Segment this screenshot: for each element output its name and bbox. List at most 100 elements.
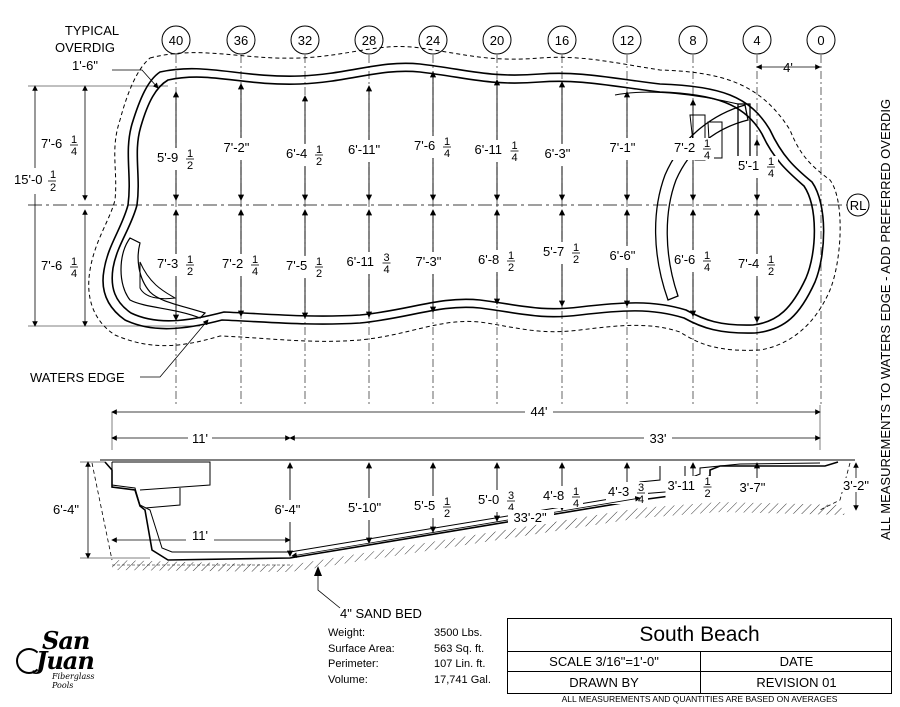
pool-shell-outer xyxy=(102,62,825,334)
sand-bed-leader xyxy=(317,570,341,609)
svg-text:1: 1 xyxy=(573,486,579,498)
svg-text:2: 2 xyxy=(316,268,322,280)
san-juan-logo: San Juan Fiberglass Pools xyxy=(12,626,102,690)
station-4: 4 xyxy=(742,25,772,55)
section-depth-0: 6'-4" xyxy=(272,500,312,522)
svg-text:32: 32 xyxy=(298,33,312,48)
svg-text:7'-6: 7'-6 xyxy=(41,136,62,151)
plan-bottom-dim-8: 6'-6" xyxy=(607,246,647,268)
svg-text:1: 1 xyxy=(316,256,322,268)
svg-text:4: 4 xyxy=(71,268,77,280)
spec-key: Surface Area: xyxy=(328,642,395,655)
section-depth-1: 5'-10" xyxy=(346,498,392,520)
svg-text:1: 1 xyxy=(704,138,710,150)
title-block: South Beach SCALE 3/16"=1'-0" DATE DRAWN… xyxy=(507,618,892,694)
svg-text:2: 2 xyxy=(508,262,514,274)
svg-text:2: 2 xyxy=(444,508,450,520)
station-20: 20 xyxy=(482,25,512,55)
waters-edge-leader xyxy=(140,319,209,378)
svg-text:28: 28 xyxy=(362,33,376,48)
station-36: 36 xyxy=(226,25,256,55)
svg-text:5'-5: 5'-5 xyxy=(414,498,435,513)
svg-text:16: 16 xyxy=(555,33,569,48)
svg-text:12: 12 xyxy=(620,33,634,48)
dim-11-top-label: 11' xyxy=(192,431,208,446)
overdig-right-wall xyxy=(819,462,851,511)
svg-text:6'-3": 6'-3" xyxy=(545,146,571,161)
spec-row: Perimeter:107 Lin. ft. xyxy=(328,657,506,673)
svg-text:5'-7: 5'-7 xyxy=(543,244,564,259)
logo-swirl-icon xyxy=(16,648,42,674)
station-40: 40 xyxy=(161,25,191,55)
svg-text:6'-11: 6'-11 xyxy=(347,254,375,269)
svg-text:3'-11: 3'-11 xyxy=(668,478,696,493)
svg-text:15'-0: 15'-0 xyxy=(14,172,43,187)
dim-4-label: 4' xyxy=(783,60,793,75)
spec-value: 17,741 Gal. xyxy=(434,673,491,686)
waters-edge-line xyxy=(111,70,816,326)
svg-text:1: 1 xyxy=(768,254,774,266)
revision-cell: REVISION 01 xyxy=(756,675,837,690)
svg-text:4: 4 xyxy=(252,266,258,278)
plan-bottom-dim-7: 5'-7 12 xyxy=(541,242,583,266)
station-28: 28 xyxy=(354,25,384,55)
svg-text:1: 1 xyxy=(71,256,77,268)
pool-specs: Weight:3500 Lbs.Surface Area:563 Sq. ft.… xyxy=(328,626,506,688)
svg-text:40: 40 xyxy=(169,33,183,48)
overall-width-label: 15'-0 1 2 xyxy=(10,168,60,194)
svg-text:4: 4 xyxy=(704,150,710,162)
spec-key: Weight: xyxy=(328,627,366,639)
svg-text:6'-11: 6'-11 xyxy=(475,142,503,157)
svg-text:4: 4 xyxy=(768,168,774,180)
svg-text:6'-4": 6'-4" xyxy=(275,502,301,517)
station-24: 24 xyxy=(418,25,448,55)
svg-text:7'-2": 7'-2" xyxy=(224,140,250,155)
svg-text:5'-10": 5'-10" xyxy=(348,500,382,515)
station-0: 0 xyxy=(806,25,836,55)
disclaimer: ALL MEASUREMENTS AND QUANTITIES ARE BASE… xyxy=(561,694,838,704)
svg-text:2: 2 xyxy=(573,254,579,266)
dim-33-2-label: 33'-2" xyxy=(513,510,547,525)
svg-text:7'-1": 7'-1" xyxy=(610,140,636,155)
svg-text:1: 1 xyxy=(444,136,450,148)
dim-44-label: 44' xyxy=(531,404,548,419)
dim-11-bottom-label: 11' xyxy=(192,528,208,543)
rl-label: RL xyxy=(850,198,867,213)
plan-bottom-dim-5: 7'-3" xyxy=(413,252,453,274)
section-shell xyxy=(104,461,839,561)
svg-text:6'-4: 6'-4 xyxy=(286,146,307,161)
svg-text:7'-6: 7'-6 xyxy=(41,258,62,273)
plan-top-dim-4: 6'-11" xyxy=(346,140,392,162)
svg-text:1: 1 xyxy=(508,250,514,262)
svg-text:1: 1 xyxy=(573,242,579,254)
svg-text:2: 2 xyxy=(50,182,56,194)
svg-text:4: 4 xyxy=(444,148,450,160)
svg-text:3: 3 xyxy=(508,490,514,502)
svg-text:7'-2: 7'-2 xyxy=(674,140,695,155)
svg-text:4: 4 xyxy=(638,494,644,506)
svg-text:20: 20 xyxy=(490,33,504,48)
sand-bed-hatch xyxy=(112,502,845,572)
section-depth-7: 3'-7" xyxy=(737,478,777,500)
station-12: 12 xyxy=(612,25,642,55)
typical-label: TYPICAL xyxy=(65,23,119,38)
plan-top-dim-9: 7'-2 14 xyxy=(672,138,714,162)
spec-row: Volume: 17,741 Gal. xyxy=(328,673,506,689)
svg-text:7'-2: 7'-2 xyxy=(222,256,243,271)
sand-bed-label: 4" SAND BED xyxy=(340,606,422,621)
spec-key: Volume: xyxy=(328,673,368,686)
plan-dim-arrows xyxy=(172,71,761,323)
spec-key: Perimeter: xyxy=(328,658,379,670)
left-depth-label: 6'-4" xyxy=(53,502,79,517)
svg-text:4'-3: 4'-3 xyxy=(608,484,629,499)
svg-text:1: 1 xyxy=(50,169,56,181)
